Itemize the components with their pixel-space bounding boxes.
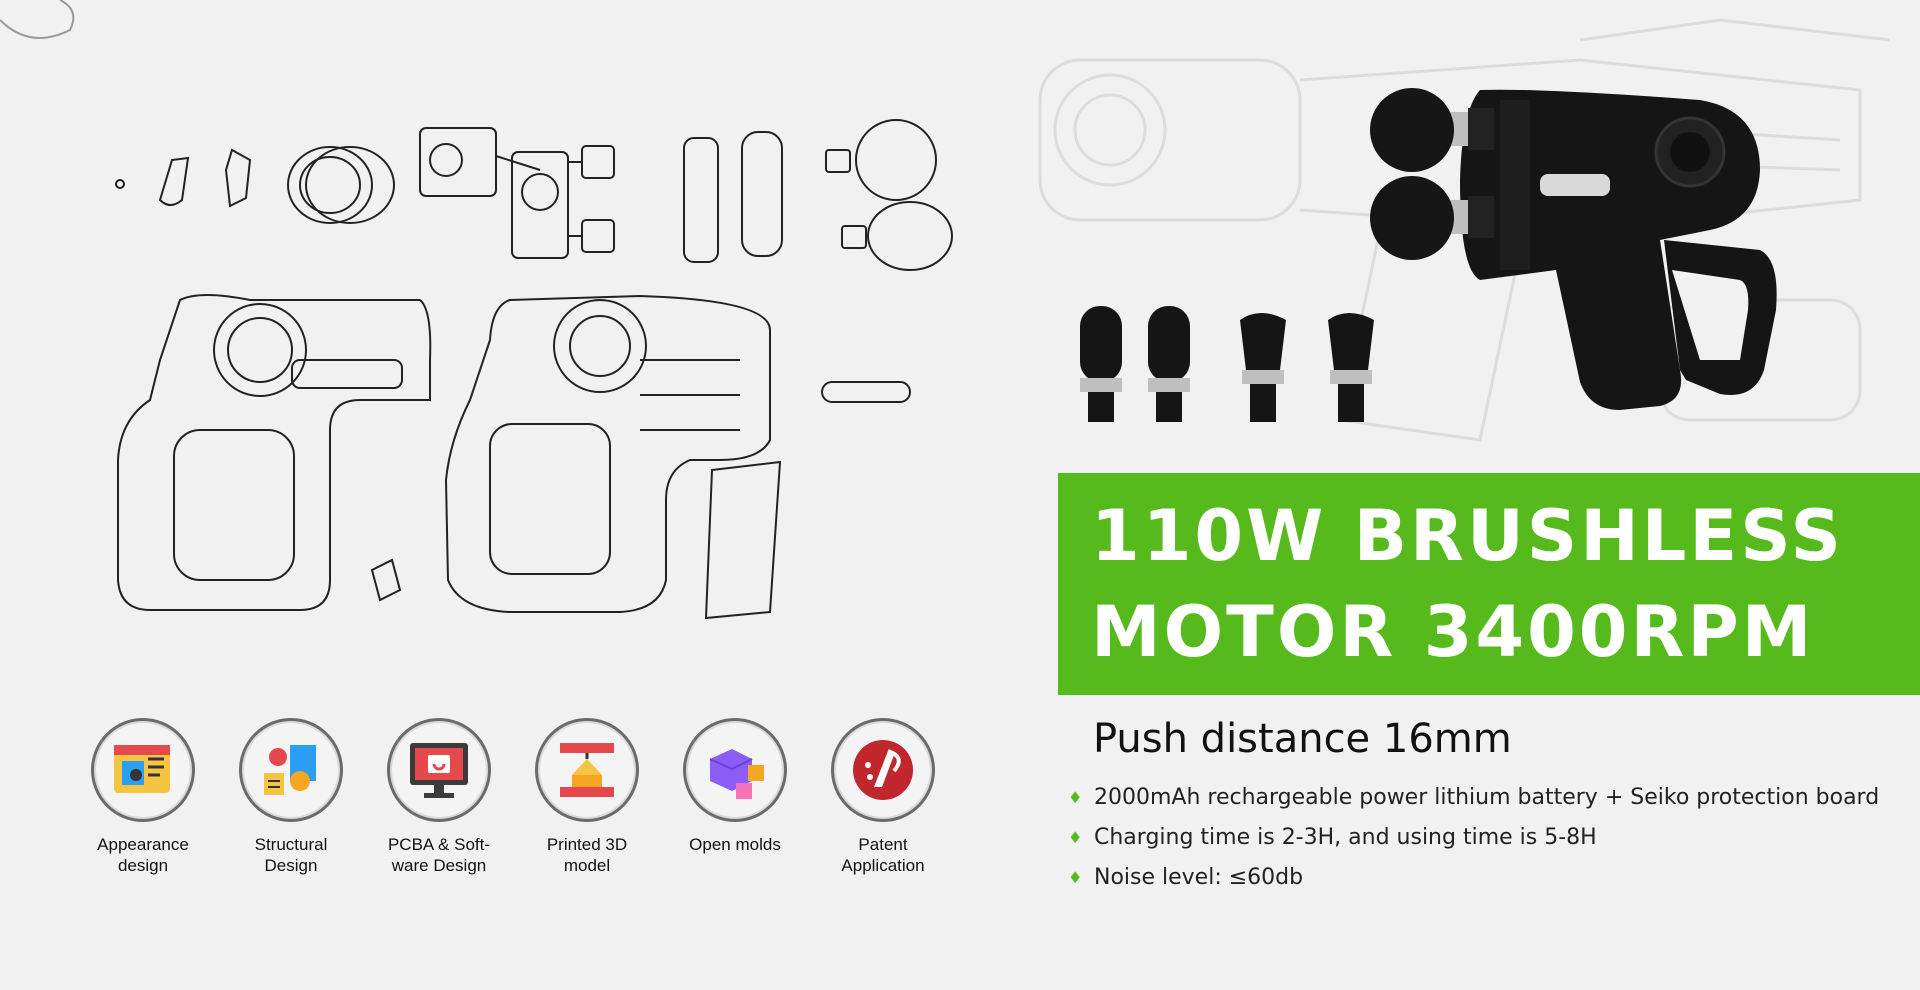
attachment-heads bbox=[1080, 306, 1374, 422]
feature-text: 2000mAh rechargeable power lithium batte… bbox=[1094, 785, 1880, 810]
service-label: Structural Design bbox=[254, 835, 328, 875]
open-molds-icon bbox=[683, 718, 787, 822]
appearance-design-icon bbox=[91, 718, 195, 822]
feature-item: ♦ Noise level: ≤60db bbox=[1068, 858, 1879, 898]
diamond-bullet-icon: ♦ bbox=[1068, 828, 1083, 847]
service-list: Appearance design Structural Design bbox=[60, 718, 960, 898]
service-label: Appearance design bbox=[97, 835, 189, 875]
headline-line-2: MOTOR 3400RPM bbox=[1091, 591, 1815, 673]
push-distance-heading: Push distance 16mm bbox=[1093, 716, 1512, 762]
service-item: Patent Application bbox=[808, 718, 958, 876]
service-label: Printed 3D model bbox=[546, 835, 628, 875]
service-item: Appearance design bbox=[68, 718, 218, 876]
diamond-bullet-icon: ♦ bbox=[1068, 868, 1083, 887]
patent-application-icon bbox=[831, 718, 935, 822]
pcba-software-icon bbox=[387, 718, 491, 822]
service-label: Patent Application bbox=[841, 835, 925, 875]
diamond-bullet-icon: ♦ bbox=[1068, 788, 1083, 807]
feature-item: ♦ Charging time is 2-3H, and using time … bbox=[1068, 818, 1879, 858]
massage-gun-product-image bbox=[1080, 88, 1777, 422]
exploded-view-drawing bbox=[0, 0, 953, 620]
feature-text: Noise level: ≤60db bbox=[1094, 865, 1304, 890]
service-item: Open molds bbox=[660, 718, 810, 855]
headline-line-1: 110W BRUSHLESS bbox=[1091, 495, 1844, 577]
structural-design-icon bbox=[239, 718, 343, 822]
service-label: PCBA & Soft- ware Design bbox=[387, 835, 491, 875]
service-item: PCBA & Soft- ware Design bbox=[364, 718, 514, 876]
service-item: Printed 3D model bbox=[512, 718, 662, 876]
feature-list: ♦ 2000mAh rechargeable power lithium bat… bbox=[1068, 778, 1879, 898]
printed-3d-model-icon bbox=[535, 718, 639, 822]
service-item: Structural Design bbox=[216, 718, 366, 876]
service-label: Open molds bbox=[689, 835, 781, 854]
feature-item: ♦ 2000mAh rechargeable power lithium bat… bbox=[1068, 778, 1879, 818]
headline-banner: 110W BRUSHLESS MOTOR 3400RPM bbox=[1058, 473, 1920, 695]
feature-text: Charging time is 2-3H, and using time is… bbox=[1094, 825, 1597, 850]
